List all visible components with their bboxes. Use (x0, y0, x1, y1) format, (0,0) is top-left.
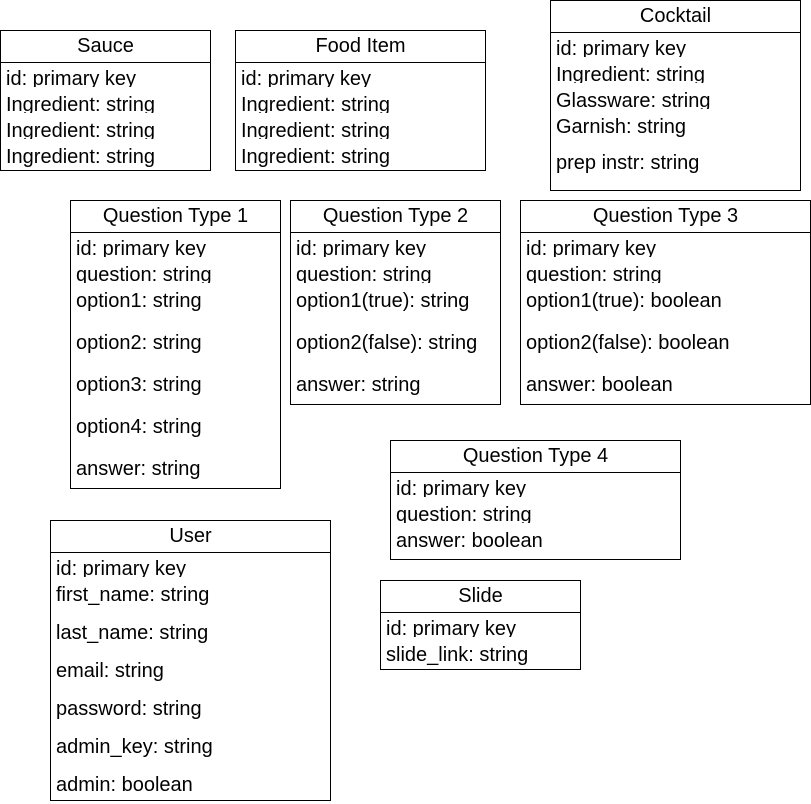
entity-field: id: primary key (56, 559, 187, 577)
entity-field: admin: boolean (56, 774, 193, 796)
entity-field: question: string (526, 265, 662, 283)
entity-sauce[interactable]: Sauce id: primary key Ingredient: string… (0, 30, 211, 171)
entity-title: Slide (381, 581, 580, 613)
entity-field: option1(true): boolean (526, 290, 722, 312)
entity-field: Ingredient: string (241, 121, 390, 139)
entity-field: answer: string (76, 458, 201, 480)
entity-field: Ingredient: string (6, 146, 155, 168)
entity-field: option1: string (76, 290, 202, 312)
entity-field: id: primary key (241, 69, 372, 87)
entity-field: Garnish: string (556, 116, 687, 138)
entity-title: Question Type 2 (291, 201, 500, 233)
entity-field: Ingredient: string (6, 121, 155, 139)
entity-field: answer: boolean (396, 530, 543, 552)
entity-field: admin_key: string (56, 736, 213, 758)
entity-field: question: string (396, 505, 532, 523)
entity-field: option4: string (76, 416, 202, 438)
entity-field: Ingredient: string (241, 95, 390, 113)
entity-title: User (51, 521, 330, 553)
entity-field: question: string (296, 265, 432, 283)
entity-field: first_name: string (56, 584, 210, 606)
entity-food-item[interactable]: Food Item id: primary key Ingredient: st… (235, 30, 486, 171)
entity-title: Sauce (1, 31, 210, 63)
entity-field: email: string (56, 660, 164, 682)
entity-field: answer: string (296, 374, 421, 396)
entity-user[interactable]: User id: primary key first_name: string … (50, 520, 331, 801)
entity-question-type-4[interactable]: Question Type 4 id: primary key question… (390, 440, 681, 560)
entity-field: option2(false): string (296, 332, 478, 354)
entity-field: option2(false): boolean (526, 332, 730, 354)
entity-title: Question Type 4 (391, 441, 680, 473)
entity-field: Glassware: string (556, 91, 711, 109)
entity-title: Question Type 1 (71, 201, 280, 233)
entity-cocktail[interactable]: Cocktail id: primary key Ingredient: str… (550, 0, 801, 191)
entity-question-type-3[interactable]: Question Type 3 id: primary key question… (520, 200, 811, 405)
entity-field: option2: string (76, 332, 202, 354)
entity-title: Cocktail (551, 1, 800, 33)
entity-title: Food Item (236, 31, 485, 63)
entity-field: option1(true): string (296, 290, 470, 312)
entity-field: prep instr: string (556, 152, 700, 174)
entity-field: id: primary key (296, 239, 427, 257)
entity-title: Question Type 3 (521, 201, 810, 233)
entity-field: id: primary key (396, 479, 527, 497)
entity-question-type-2[interactable]: Question Type 2 id: primary key question… (290, 200, 501, 405)
entity-field: Ingredient: string (241, 146, 390, 168)
entity-question-type-1[interactable]: Question Type 1 id: primary key question… (70, 200, 281, 489)
entity-field: answer: boolean (526, 374, 673, 396)
entity-field: slide_link: string (386, 644, 529, 666)
entity-field: id: primary key (386, 619, 517, 637)
entity-field: Ingredient: string (6, 95, 155, 113)
entity-field: question: string (76, 265, 212, 283)
entity-field: option3: string (76, 374, 202, 396)
entity-field: id: primary key (6, 69, 137, 87)
entity-field: Ingredient: string (556, 65, 705, 83)
entity-field: password: string (56, 698, 202, 720)
entity-field: id: primary key (556, 39, 687, 57)
entity-field: id: primary key (526, 239, 657, 257)
entity-field: last_name: string (56, 622, 209, 644)
entity-slide[interactable]: Slide id: primary key slide_link: string (380, 580, 581, 670)
entity-field: id: primary key (76, 239, 207, 257)
